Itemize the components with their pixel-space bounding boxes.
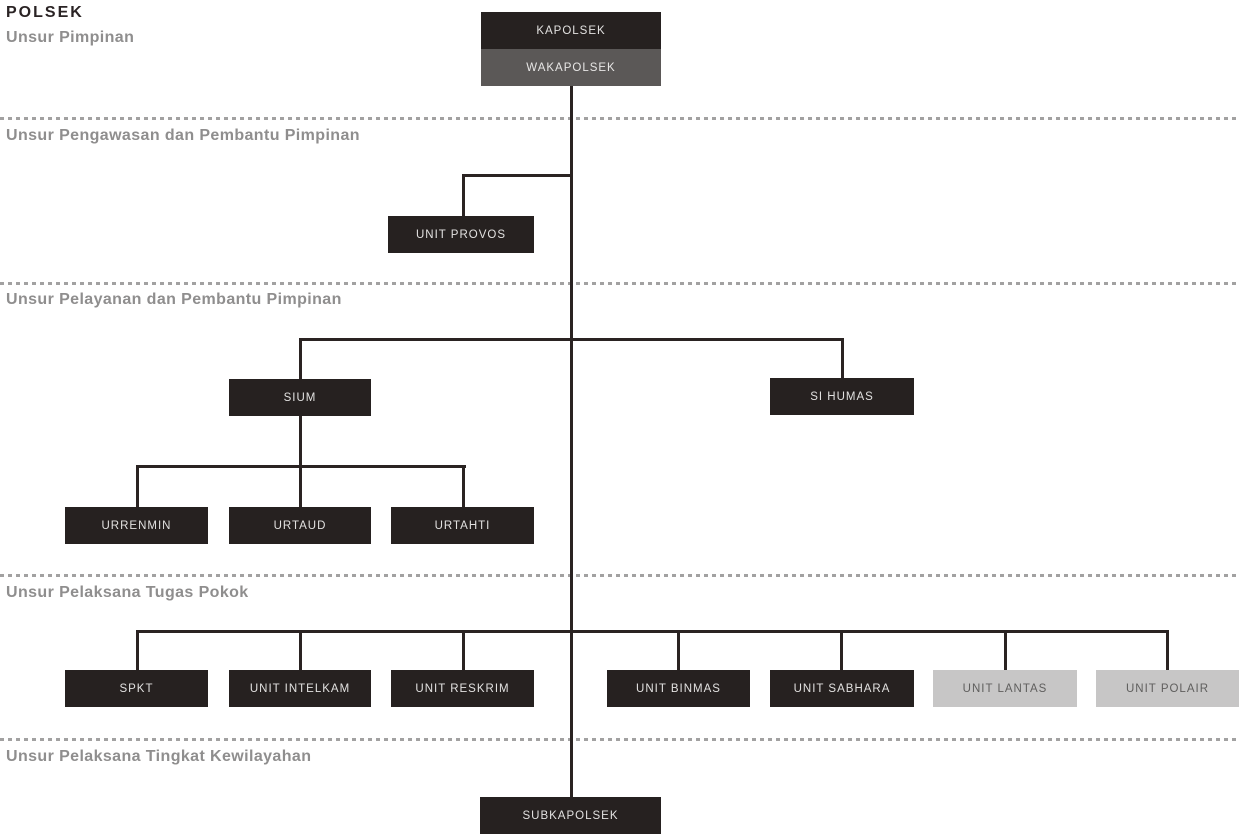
- node-urtahti: URTAHTI: [391, 507, 534, 544]
- connector-sabhara-drop: [840, 630, 843, 670]
- node-wakapolsek: WAKAPOLSEK: [481, 49, 661, 86]
- node-unit-sabhara: UNIT SABHARA: [770, 670, 914, 707]
- node-unit-binmas: UNIT BINMAS: [607, 670, 750, 707]
- connector-si-humas-drop: [841, 338, 844, 378]
- connector-spkt-drop: [136, 630, 139, 670]
- connector-urtaud-drop: [299, 465, 302, 507]
- connector-reskrim-drop: [462, 630, 465, 670]
- section-label-kewilayahan: Unsur Pelaksana Tingkat Kewilayahan: [6, 748, 312, 765]
- connector-main-vertical: [570, 86, 573, 800]
- node-si-humas: SI HUMAS: [770, 378, 914, 415]
- node-subkapolsek: SUBKAPOLSEK: [480, 797, 661, 834]
- connector-sium-drop: [299, 338, 302, 379]
- section-divider: [0, 738, 1240, 741]
- node-unit-provos: UNIT PROVOS: [388, 216, 534, 253]
- connector-pelayanan-horizontal: [299, 338, 844, 341]
- section-divider: [0, 282, 1240, 285]
- connector-polair-drop: [1166, 630, 1169, 670]
- node-unit-polair: UNIT POLAIR: [1096, 670, 1239, 707]
- section-label-pimpinan: Unsur Pimpinan: [6, 29, 135, 46]
- connector-tugas-pokok-horizontal: [136, 630, 1169, 633]
- page-title: POLSEK: [6, 4, 84, 21]
- section-label-pelayanan: Unsur Pelayanan dan Pembantu Pimpinan: [6, 291, 342, 308]
- connector-urtahti-drop: [462, 465, 465, 507]
- connector-binmas-drop: [677, 630, 680, 670]
- node-kapolsek: KAPOLSEK: [481, 12, 661, 49]
- connector-sium-stem: [299, 416, 302, 465]
- section-divider: [0, 574, 1240, 577]
- section-label-pelaksana-pokok: Unsur Pelaksana Tugas Pokok: [6, 584, 249, 601]
- node-unit-reskrim: UNIT RESKRIM: [391, 670, 534, 707]
- connector-intelkam-drop: [299, 630, 302, 670]
- node-spkt: SPKT: [65, 670, 208, 707]
- connector-provos-horizontal: [462, 174, 573, 177]
- node-unit-intelkam: UNIT INTELKAM: [229, 670, 371, 707]
- connector-lantas-drop: [1004, 630, 1007, 670]
- section-divider: [0, 117, 1240, 120]
- section-label-pengawasan: Unsur Pengawasan dan Pembantu Pimpinan: [6, 127, 360, 144]
- node-urtaud: URTAUD: [229, 507, 371, 544]
- node-unit-lantas: UNIT LANTAS: [933, 670, 1077, 707]
- node-urrenmin: URRENMIN: [65, 507, 208, 544]
- connector-provos-drop: [462, 174, 465, 216]
- node-sium: SIUM: [229, 379, 371, 416]
- connector-urrenmin-drop: [136, 465, 139, 507]
